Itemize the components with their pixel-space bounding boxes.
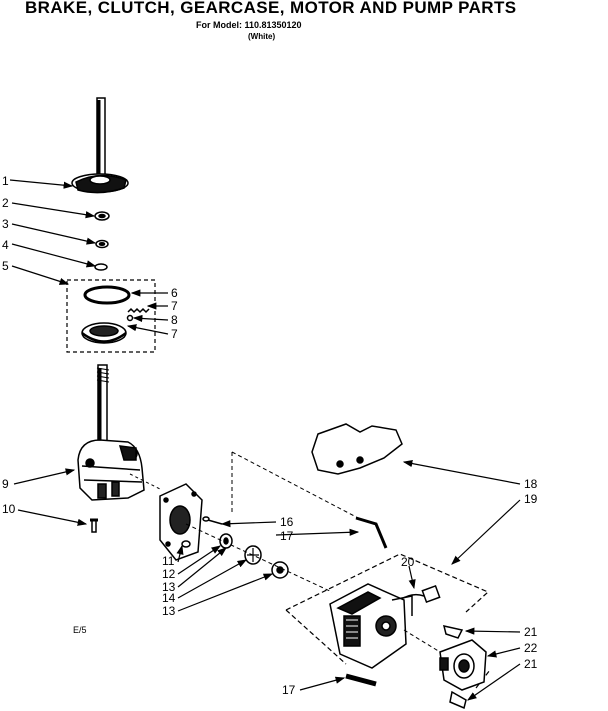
drive-shaft xyxy=(96,364,110,446)
callout-7-lower: 7 xyxy=(171,327,178,341)
page-code: E/5 xyxy=(73,625,87,635)
callout-21-upper: 21 xyxy=(524,625,538,639)
part-4-ring xyxy=(94,263,108,271)
callout-21-lower: 21 xyxy=(524,657,538,671)
part-13-impeller-lower xyxy=(271,561,289,579)
part-9-gearcase xyxy=(77,439,145,501)
part-8-spring xyxy=(126,307,150,322)
callout-11: 11 xyxy=(162,554,175,568)
callout-13-lower: 13 xyxy=(162,604,176,618)
callout-2: 2 xyxy=(2,196,9,210)
part-10-screw xyxy=(90,518,98,533)
part-18-motor-plate xyxy=(311,423,403,475)
linkage-dashed xyxy=(231,451,363,521)
part-21-clip-lower xyxy=(449,690,467,710)
part-12-seal xyxy=(181,540,191,548)
part-7-disc xyxy=(81,322,127,344)
callout-22: 22 xyxy=(524,641,538,655)
part-2-washer xyxy=(94,211,110,221)
part-21-clip-upper xyxy=(442,625,464,639)
callout-17-lower: 17 xyxy=(282,683,296,697)
callout-4: 4 xyxy=(2,238,9,252)
part-11-pump-plate xyxy=(159,483,203,561)
part-16-screw xyxy=(202,516,223,525)
callout-9: 9 xyxy=(2,477,9,491)
callout-3: 3 xyxy=(2,217,9,231)
motor xyxy=(329,583,413,669)
callout-5: 5 xyxy=(2,259,9,273)
part-5-assembly-box xyxy=(66,279,156,353)
callout-18: 18 xyxy=(524,477,538,491)
leader-lines xyxy=(9,179,521,701)
callout-14: 14 xyxy=(162,591,176,605)
callout-13-upper: 13 xyxy=(162,580,176,594)
part-17-rod-lower xyxy=(345,673,377,687)
part-17-rod-upper xyxy=(355,516,388,549)
part-3-washer xyxy=(95,239,109,249)
part-6-ring xyxy=(83,285,131,305)
pump-axis-dashed xyxy=(403,629,441,653)
part-22-pump xyxy=(439,639,487,691)
diagram-title: BRAKE, CLUTCH, GEARCASE, MOTOR AND PUMP … xyxy=(25,0,517,17)
color-line: (White) xyxy=(248,32,276,41)
callout-12: 12 xyxy=(162,567,176,581)
callout-1: 1 xyxy=(2,174,9,188)
pump-axis-line xyxy=(185,523,333,593)
callout-6: 6 xyxy=(171,286,178,300)
part-1-cam xyxy=(71,173,129,194)
callout-16: 16 xyxy=(280,515,294,529)
part-13-impeller xyxy=(219,533,233,549)
agitator-shaft xyxy=(96,97,106,179)
model-line: For Model: 110.81350120 xyxy=(196,20,302,30)
callout-20: 20 xyxy=(401,555,415,569)
callout-7-upper: 7 xyxy=(171,299,178,313)
callout-17-upper: 17 xyxy=(280,529,294,543)
callout-19: 19 xyxy=(524,492,538,506)
callout-10: 10 xyxy=(2,502,16,516)
callout-8: 8 xyxy=(171,313,178,327)
part-20-connector xyxy=(399,585,441,603)
